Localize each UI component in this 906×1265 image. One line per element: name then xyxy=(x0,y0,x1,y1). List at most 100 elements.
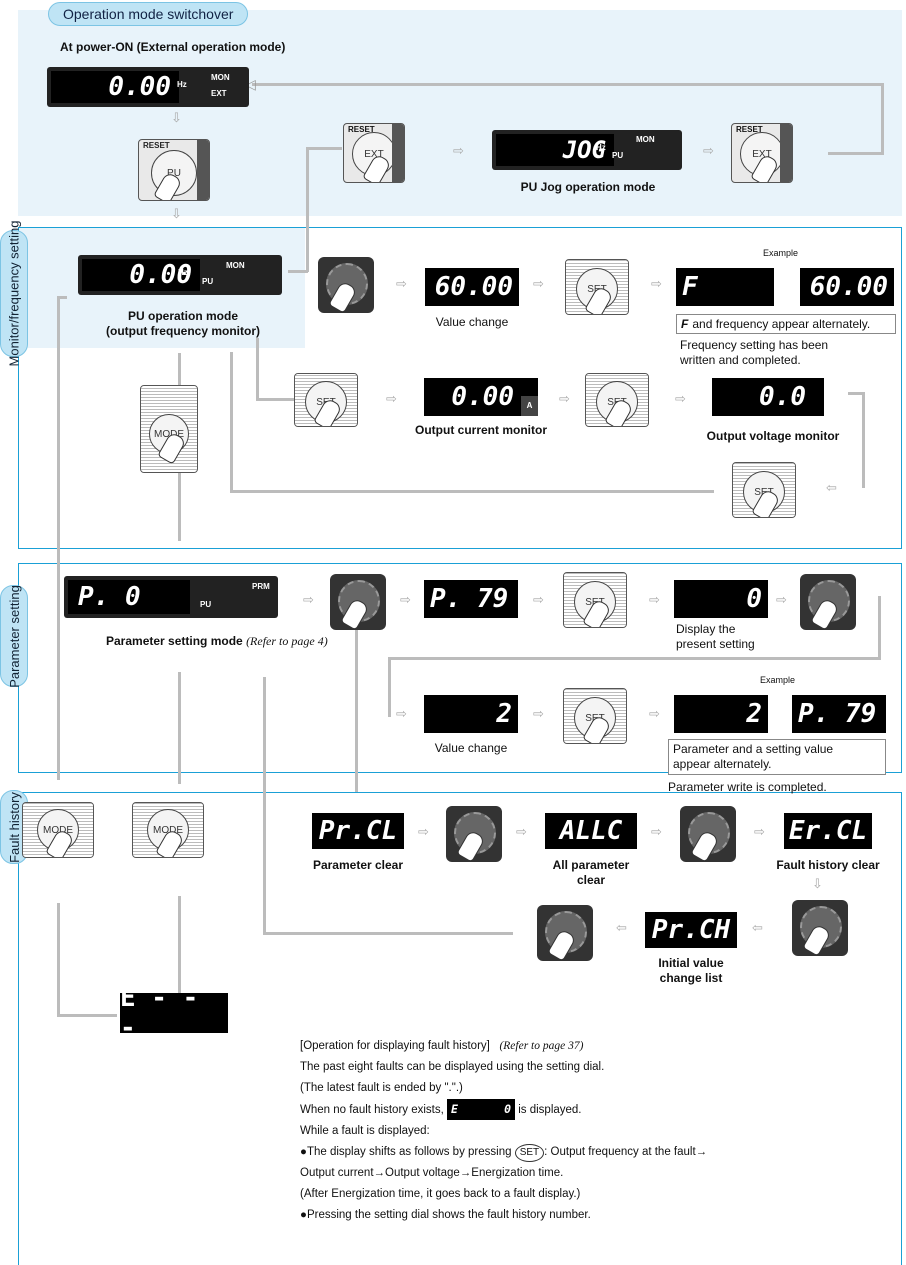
set-key-2[interactable]: SET xyxy=(294,373,358,427)
display-present: 0 xyxy=(674,580,768,618)
mode-key-3[interactable]: MODE xyxy=(132,802,204,858)
all-clear-l1: All parameter xyxy=(552,858,630,872)
setting-dial-3[interactable] xyxy=(800,574,856,630)
fault-head-text: [Operation for displaying fault history] xyxy=(300,1040,490,1052)
pu-indicator: PU xyxy=(202,277,214,286)
mode-key[interactable]: MODE xyxy=(140,385,198,473)
e0-letter: E xyxy=(451,1102,458,1116)
display-prcl: Pr.CL xyxy=(312,813,404,849)
prm-indicator: PRM xyxy=(252,582,270,591)
all-clear-l2: clear xyxy=(576,873,606,887)
arrow-right: ⇨ xyxy=(754,824,765,839)
set-key-5[interactable]: SET xyxy=(563,572,627,628)
connector xyxy=(306,147,309,272)
display-two-alt: 2 xyxy=(674,695,768,733)
display-fault: E - - - xyxy=(120,983,228,1043)
set-key[interactable]: SET xyxy=(565,259,629,315)
arrow-down: ⇩ xyxy=(171,206,182,221)
mode-key-2[interactable]: MODE xyxy=(22,802,94,858)
arrow-left: ⇦ xyxy=(752,920,763,935)
setting-dial-4[interactable] xyxy=(446,806,502,862)
pu-ext-key-3[interactable]: RESET EXT xyxy=(731,123,793,183)
arrow-down: ⇩ xyxy=(171,110,182,125)
setting-dial-6[interactable] xyxy=(792,900,848,956)
connector xyxy=(57,903,60,1015)
connector xyxy=(828,152,884,155)
example-label: Example xyxy=(763,248,799,258)
display-ercl: Er.CL xyxy=(784,813,872,849)
hz-indicator: Hz xyxy=(177,80,187,89)
connector xyxy=(263,932,513,935)
mode-label: MODE xyxy=(43,824,73,836)
display-present-l2: present setting xyxy=(676,637,755,651)
setting-dial-2[interactable] xyxy=(330,574,386,630)
connector xyxy=(288,270,308,273)
param-alt-l1: Parameter and a setting value xyxy=(673,742,834,756)
operation-panel-pu: 0.00 Hz MON PU xyxy=(78,255,282,295)
f-glyph: F xyxy=(681,317,689,331)
pu-ext-key[interactable]: RESET PU xyxy=(138,139,210,201)
arrow-left: ⇦ xyxy=(616,920,627,935)
side-tab-param: Parameter setting xyxy=(0,585,28,687)
param-done-label: Parameter write is completed. xyxy=(668,780,827,794)
arrow-right: ⇨ xyxy=(396,706,407,721)
display-f: F xyxy=(676,268,774,306)
panel-edge xyxy=(780,124,792,182)
pu-indicator: PU xyxy=(612,151,624,160)
connector xyxy=(388,657,391,717)
fault-line-1: The past eight faults can be displayed u… xyxy=(300,1061,605,1073)
arrow-right: ⇨ xyxy=(651,276,662,291)
pu-mode-sublabel: (output frequency monitor) xyxy=(106,324,260,338)
arrow-right: ⇨ xyxy=(303,592,314,607)
setting-dial-5[interactable] xyxy=(680,806,736,862)
arrow-left: ⇦ xyxy=(826,480,837,495)
refer-page-4: (Refer to page 4) xyxy=(246,634,328,648)
hz-indicator: Hz xyxy=(596,143,606,152)
operation-panel-ext: 0.00 Hz MON EXT xyxy=(47,67,249,107)
operation-mode-tab: Operation mode switchover xyxy=(48,2,249,26)
arrow-right: ⇨ xyxy=(516,824,527,839)
connector xyxy=(355,622,358,792)
connector xyxy=(178,672,181,784)
connector xyxy=(878,596,881,660)
arrow-right: ⇨ xyxy=(533,592,544,607)
mon-indicator: MON xyxy=(211,73,230,82)
param-mode-text: Parameter setting mode xyxy=(106,634,243,648)
a-indicator: A xyxy=(521,396,538,416)
fault-line-2: (The latest fault is ended by ".".) xyxy=(300,1082,463,1094)
connector xyxy=(308,147,342,150)
display-current: 0.00 xyxy=(424,378,538,416)
fault-line-4: While a fault is displayed: xyxy=(300,1125,430,1137)
set-key-4[interactable]: SET xyxy=(732,462,796,518)
connector xyxy=(178,353,181,385)
fault-line-8: ●Pressing the setting dial shows the fau… xyxy=(300,1209,591,1221)
pu-label: PU xyxy=(167,167,181,179)
value-change-label: Value change xyxy=(435,315,509,329)
ext-label: EXT xyxy=(752,148,772,160)
mode-button[interactable]: MODE xyxy=(37,809,79,851)
arrow-right: ⇨ xyxy=(533,706,544,721)
arrow-right: ⇨ xyxy=(533,276,544,291)
connector xyxy=(881,83,884,155)
set-key-6[interactable]: SET xyxy=(563,688,627,744)
display-p0: P. 0 xyxy=(68,580,190,614)
arrow-right: ⇨ xyxy=(400,592,411,607)
setting-dial-7[interactable] xyxy=(537,905,593,961)
operation-panel-param: P. 0 PU PRM xyxy=(64,576,278,618)
display-prch: Pr.CH xyxy=(645,912,737,948)
arrow-right: ⇨ xyxy=(649,592,660,607)
connector xyxy=(390,657,880,660)
setting-dial[interactable] xyxy=(318,257,374,313)
display-allc: ALLC xyxy=(545,813,637,849)
pu-ext-key-2[interactable]: RESET EXT xyxy=(343,123,405,183)
set-key-3[interactable]: SET xyxy=(585,373,649,427)
connector xyxy=(848,392,864,395)
f-alternate-text: and frequency appear alternately. xyxy=(692,317,871,331)
display-voltage: 0.0 xyxy=(712,378,824,416)
